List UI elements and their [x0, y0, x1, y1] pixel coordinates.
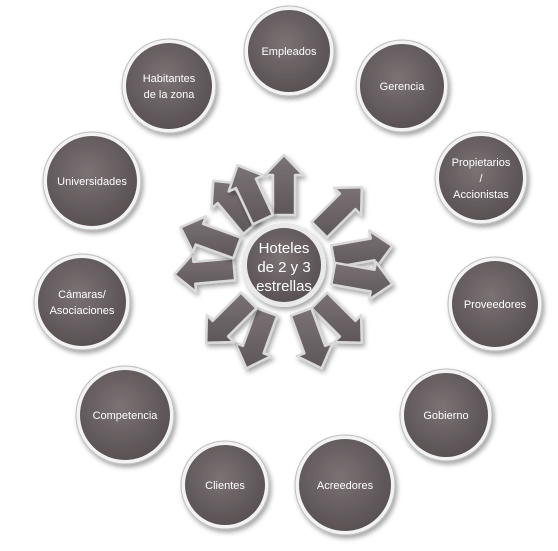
node-label-line: de la zona	[144, 89, 196, 101]
node-circle	[452, 261, 538, 347]
node-circle	[299, 439, 391, 531]
node-label: Gerencia	[380, 81, 426, 93]
node-circle	[47, 136, 137, 226]
node-label: Cámaras/Asociaciones	[50, 289, 115, 317]
arrow-5	[310, 291, 364, 345]
arrow-1	[263, 153, 305, 217]
node-circle	[185, 445, 265, 525]
node-circle	[38, 258, 126, 346]
node-label-line: Habitantes	[143, 73, 196, 85]
arrow-12	[227, 164, 275, 226]
node-circle	[80, 370, 170, 460]
node-label: Proveedores	[464, 299, 527, 311]
node-label-line: Gobierno	[423, 410, 468, 422]
arrow-8	[204, 291, 258, 345]
center-label-line-1: Hoteles	[259, 240, 310, 257]
node-camaras: Cámaras/Asociaciones	[33, 253, 131, 351]
node-circle	[248, 10, 330, 92]
node-gobierno: Gobierno	[399, 368, 493, 462]
node-label-line: Clientes	[205, 480, 245, 492]
node-label-line: Universidades	[57, 176, 127, 188]
center-node: Hoteles de 2 y 3 estrellas	[242, 223, 326, 307]
node-label-line: Asociaciones	[50, 305, 115, 317]
node-gerencia: Gerencia	[355, 39, 449, 133]
node-circle	[404, 373, 488, 457]
node-acreedores: Acreedores	[294, 434, 396, 536]
node-circle	[360, 44, 444, 128]
arrow-2	[310, 185, 364, 239]
node-label: Clientes	[205, 480, 245, 492]
node-label: Empleados	[261, 46, 317, 58]
node-label: Propietarios / Accionistas	[452, 157, 511, 201]
node-label-line: Propietarios	[452, 157, 511, 169]
arrow-7	[234, 306, 279, 370]
node-label-line: Gerencia	[380, 81, 426, 93]
node-label-line: Acreedores	[317, 480, 374, 492]
node-label: Universidades	[57, 176, 127, 188]
center-label: Hoteles de 2 y 3 estrellas	[256, 240, 312, 295]
center-circle	[247, 228, 321, 302]
arrows-layer	[173, 153, 394, 370]
node-habitantes: Habitantes de la zona	[121, 38, 217, 134]
arrow-10	[179, 215, 243, 260]
node-label: Acreedores	[317, 480, 374, 492]
node-propietarios: Propietarios / Accionistas	[434, 131, 528, 225]
node-clientes: Clientes	[180, 440, 270, 530]
node-empleados: Empleados	[243, 5, 335, 97]
arrow-6	[289, 306, 334, 370]
node-universidades: Universidades	[42, 131, 142, 231]
node-label: Competencia	[93, 410, 159, 422]
node-label: Gobierno	[423, 410, 468, 422]
arrow-9	[173, 252, 237, 294]
node-label-line: Proveedores	[464, 299, 527, 311]
node-circle	[439, 136, 523, 220]
arrow-4	[330, 260, 394, 301]
node-label-line: /	[479, 173, 483, 185]
node-circle	[126, 43, 212, 129]
node-label: Habitantes de la zona	[143, 73, 196, 101]
node-label-line: Cámaras/	[58, 289, 107, 301]
node-proveedores: Proveedores	[447, 256, 543, 352]
node-label-line: Competencia	[93, 410, 159, 422]
node-label-line: Empleados	[261, 46, 317, 58]
node-competencia: Competencia	[75, 365, 175, 465]
center-label-line-2: de 2 y 3	[257, 259, 310, 276]
node-label-line: Accionistas	[453, 189, 509, 201]
center-label-line-3: estrellas	[256, 278, 312, 295]
